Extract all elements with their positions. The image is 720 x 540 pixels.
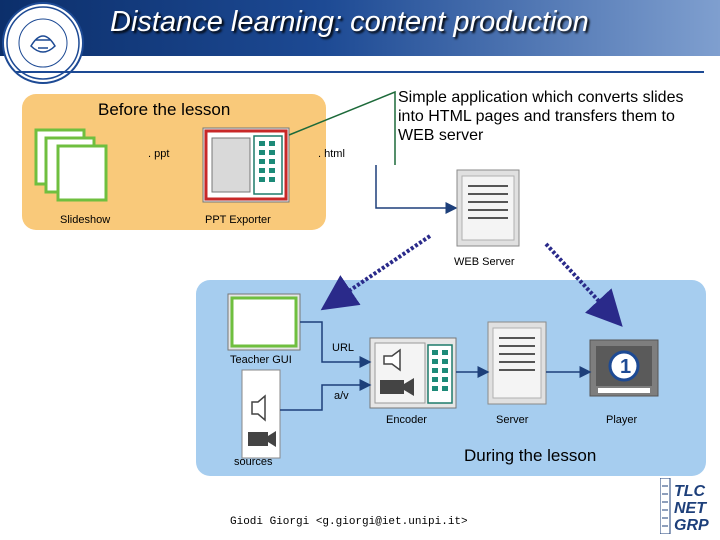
web-server-label: WEB Server bbox=[454, 256, 515, 268]
before-lesson-title: Before the lesson bbox=[98, 100, 231, 119]
html-label: . html bbox=[318, 148, 345, 160]
url-arrow bbox=[300, 321, 372, 368]
slideshow-stack bbox=[34, 128, 108, 202]
server-label: Server bbox=[496, 414, 529, 426]
encoder-label: Encoder bbox=[386, 414, 427, 426]
dotted-arrow-to-player bbox=[544, 242, 623, 327]
server-connector bbox=[375, 165, 458, 214]
av-label: a/v bbox=[334, 390, 349, 402]
during-lesson-title: During the lesson bbox=[464, 446, 597, 465]
ppt-exporter-icon bbox=[202, 127, 290, 203]
sources-label: sources bbox=[234, 456, 273, 468]
player-number: 1 bbox=[620, 356, 631, 378]
server-icon bbox=[487, 321, 547, 405]
player-label: Player bbox=[606, 414, 638, 426]
web-server-icon bbox=[456, 169, 520, 247]
dotted-arrow-to-teacher bbox=[320, 234, 432, 311]
teacher-gui-label: Teacher GUI bbox=[230, 354, 292, 366]
exporter-connector bbox=[288, 90, 396, 165]
player-icon bbox=[589, 339, 659, 397]
footer-author: Giodi Giorgi <g.giorgi@iet.unipi.it> bbox=[230, 516, 468, 528]
description-text: Simple application which converts slides… bbox=[398, 89, 684, 144]
svg-text:TLC: TLC bbox=[674, 483, 706, 500]
tlc-net-grp-logo: TLC NET GRP bbox=[659, 477, 716, 535]
ppt-label: . ppt bbox=[148, 148, 170, 160]
svg-text:GRP: GRP bbox=[674, 517, 709, 534]
tlc-logo-icon: TLC NET GRP bbox=[659, 477, 709, 535]
av-arrow bbox=[280, 379, 372, 411]
teacher-gui-icon bbox=[227, 293, 301, 351]
svg-text:NET: NET bbox=[674, 500, 707, 517]
url-label: URL bbox=[332, 342, 355, 354]
seal-icon bbox=[6, 6, 80, 80]
encoder-icon bbox=[369, 337, 457, 409]
title-bar bbox=[0, 0, 720, 56]
slide-title: Distance learning: content production bbox=[110, 6, 589, 38]
ppt-exporter-label: PPT Exporter bbox=[205, 214, 271, 226]
slideshow-label: Slideshow bbox=[60, 214, 111, 226]
sources-icon bbox=[241, 369, 281, 459]
university-seal bbox=[2, 2, 84, 84]
